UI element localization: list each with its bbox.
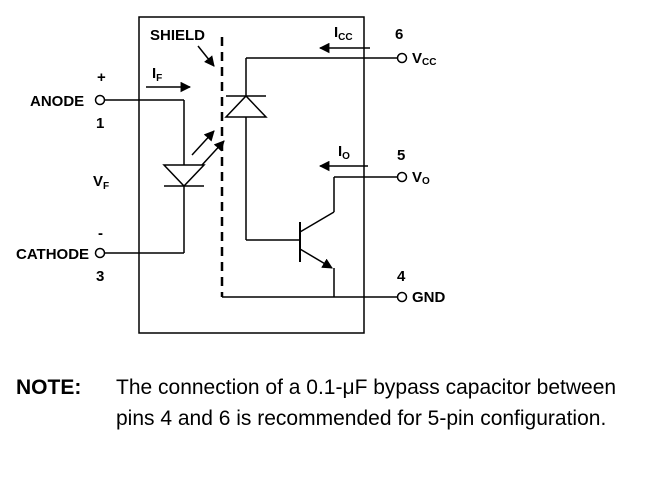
gnd-label: GND bbox=[412, 289, 446, 306]
gnd-pin-number: 4 bbox=[397, 268, 406, 285]
photodiode-triangle bbox=[224, 94, 268, 118]
cathode-polarity: - bbox=[98, 225, 103, 242]
vcc-pin bbox=[396, 52, 408, 64]
vo-label: VO bbox=[412, 169, 430, 187]
gnd-pin bbox=[396, 291, 408, 303]
led-triangle bbox=[162, 164, 206, 188]
icc-label: ICC bbox=[334, 24, 353, 43]
vf-label: VF bbox=[93, 173, 109, 192]
vo-pin-number: 5 bbox=[397, 147, 405, 164]
cathode-pin bbox=[94, 247, 106, 259]
shield-label: SHIELD bbox=[150, 27, 205, 44]
anode-pin bbox=[94, 94, 106, 106]
light-arrow-2 bbox=[201, 140, 225, 166]
vcc-pin-number: 6 bbox=[395, 26, 403, 43]
shield-label-arrow bbox=[197, 45, 215, 67]
vcc-label: VCC bbox=[412, 50, 436, 68]
if-label: IF bbox=[152, 65, 162, 84]
cathode-pin-number: 3 bbox=[96, 268, 104, 285]
package-outline bbox=[138, 16, 365, 334]
optocoupler-schematic: SHIELD ICC IO IF VF + ANODE 1 - CATHODE … bbox=[16, 16, 446, 334]
transistor-emitter bbox=[299, 248, 333, 269]
transistor-collector bbox=[299, 211, 335, 233]
anode-polarity: + bbox=[97, 69, 106, 86]
vo-pin bbox=[396, 171, 408, 183]
cathode-label: CATHODE bbox=[16, 246, 89, 263]
anode-label: ANODE bbox=[30, 93, 84, 110]
io-label: IO bbox=[338, 143, 350, 162]
note-text: The connection of a 0.1-μF bypass capaci… bbox=[116, 376, 617, 430]
anode-pin-number: 1 bbox=[96, 115, 104, 132]
note-label: NOTE: bbox=[16, 376, 82, 399]
light-arrow-1 bbox=[191, 130, 215, 156]
